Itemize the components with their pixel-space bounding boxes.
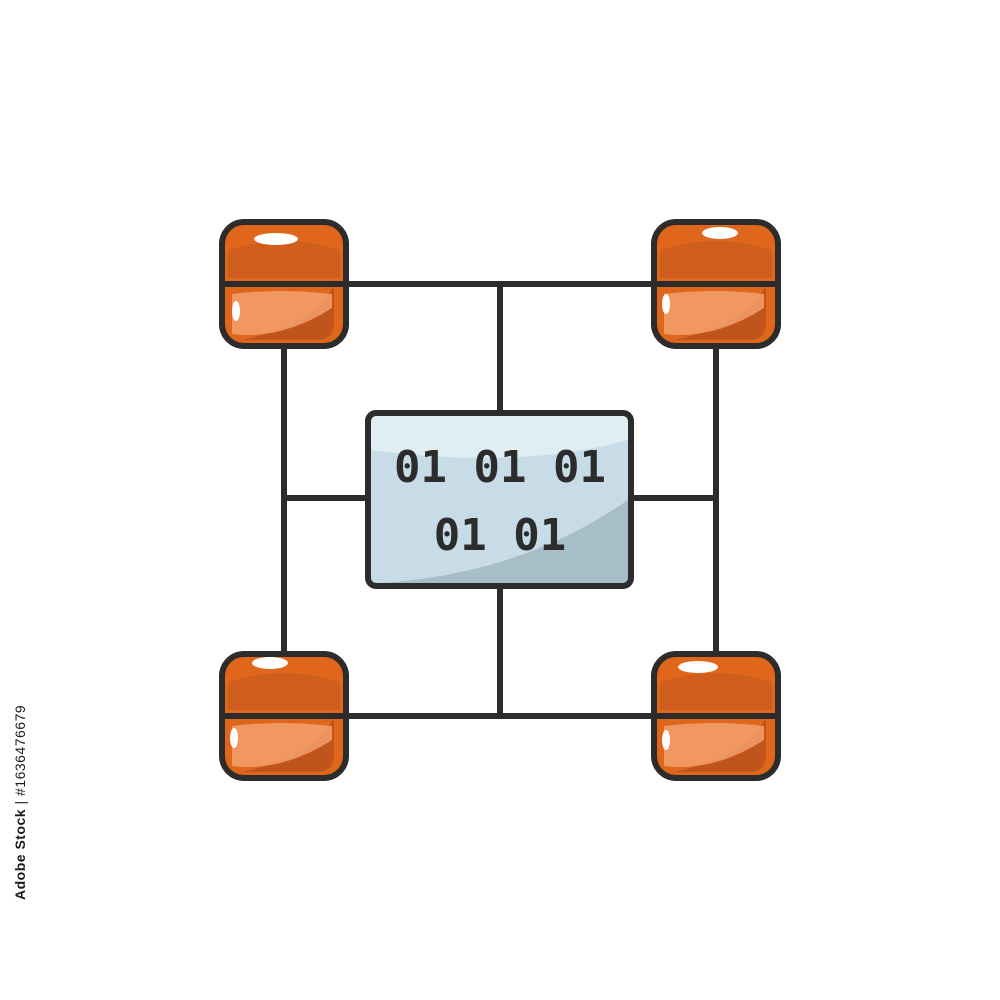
node-top-right [651, 219, 781, 349]
stock-brand-label: Adobe Stock [12, 808, 28, 900]
stock-watermark: Adobe Stock | #1636476679 [12, 705, 28, 900]
node-bottom-left [219, 651, 349, 781]
stock-id-label: #1636476679 [12, 704, 28, 796]
central-data-panel: 01 01 01 01 01 [365, 410, 634, 589]
stock-separator: | [12, 796, 28, 809]
connection-lines [281, 281, 719, 719]
binary-line-2: 01 01 [434, 510, 566, 561]
node-top-left [219, 219, 349, 349]
node-bottom-right [651, 651, 781, 781]
binary-line-1: 01 01 01 [394, 442, 606, 493]
